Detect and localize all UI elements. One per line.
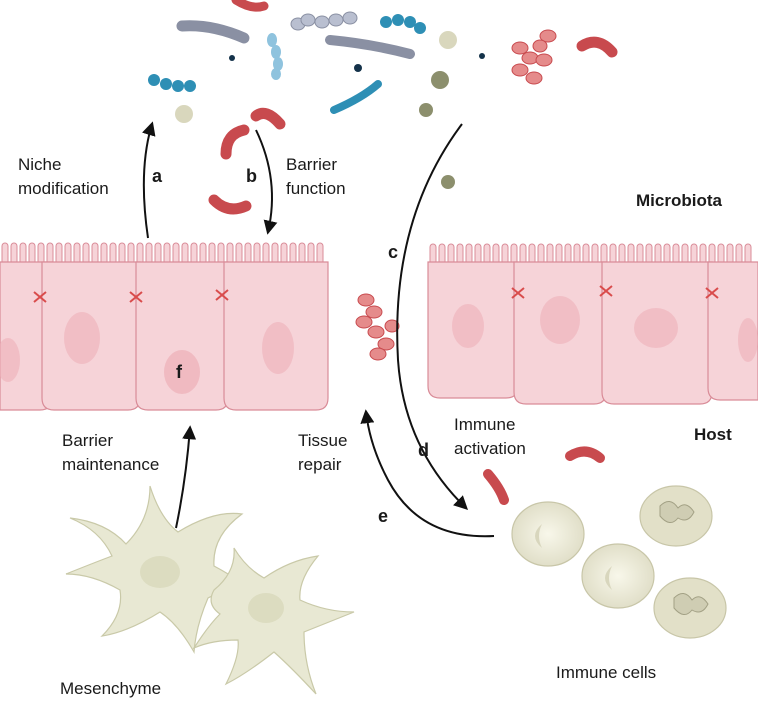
immune-cell bbox=[511, 501, 585, 567]
rod-bacterium-icon bbox=[325, 35, 415, 59]
metabolite-icon bbox=[354, 64, 362, 72]
chain-bacterium-icon bbox=[267, 33, 283, 80]
niche-modification-label: modification bbox=[18, 179, 109, 198]
step-letter-c: c bbox=[388, 242, 398, 262]
right-epithelial-cell bbox=[707, 261, 758, 401]
mesenchyme-cells bbox=[65, 485, 355, 695]
step-letter-f: f bbox=[176, 362, 183, 382]
metabolite-icon bbox=[419, 103, 433, 117]
rod-bacterium-icon bbox=[231, 0, 269, 12]
arrow-b bbox=[255, 129, 278, 235]
nucleus bbox=[64, 312, 100, 364]
immune-cells-label: Immune cells bbox=[556, 663, 656, 682]
step-letter-b: b bbox=[246, 166, 257, 186]
curved-bacterium-icon bbox=[483, 469, 509, 505]
nucleus bbox=[248, 593, 284, 623]
metabolite-icon bbox=[229, 55, 235, 61]
left-epithelium bbox=[0, 242, 329, 411]
nucleus bbox=[262, 322, 294, 374]
tight-junction-icon bbox=[215, 289, 229, 301]
curved-bacterium-icon bbox=[220, 124, 250, 160]
tight-junction-icon bbox=[705, 287, 719, 299]
curved-bacterium-icon bbox=[208, 194, 252, 215]
nucleus bbox=[140, 556, 180, 588]
microbiota-label: Microbiota bbox=[636, 191, 722, 210]
tight-junction-icon bbox=[129, 291, 143, 303]
immune-cells bbox=[511, 485, 727, 639]
immune-cell bbox=[581, 543, 655, 609]
metabolite-icon bbox=[479, 53, 485, 59]
metabolite-icon bbox=[175, 105, 193, 123]
segmented-bacterium-icon bbox=[511, 29, 557, 85]
arrow-c-d bbox=[396, 123, 469, 510]
tissue-repair-label: Tissue bbox=[298, 431, 347, 450]
barrier-function-label: Barrier bbox=[286, 155, 337, 174]
curved-bacterium-icon bbox=[250, 107, 286, 130]
nucleus bbox=[164, 350, 200, 394]
tissue-repair-label: repair bbox=[298, 455, 342, 474]
tight-junction-icon bbox=[33, 291, 47, 303]
step-letter-d: d bbox=[418, 440, 429, 460]
mesenchyme-label: Mesenchyme bbox=[60, 679, 161, 698]
labels: Microbiota Host Niche modification Barri… bbox=[18, 155, 732, 698]
metabolite-icon bbox=[441, 175, 455, 189]
metabolite-icon bbox=[439, 31, 457, 49]
curved-bacterium-icon bbox=[576, 36, 618, 58]
nucleus bbox=[452, 304, 484, 348]
metabolite-icon bbox=[431, 71, 449, 89]
chain-bacterium-icon bbox=[290, 11, 358, 31]
step-letter-e: e bbox=[378, 506, 388, 526]
microbiota-cluster bbox=[148, 0, 618, 505]
arrow-e bbox=[360, 409, 495, 538]
nucleus bbox=[634, 308, 678, 348]
nucleus bbox=[540, 296, 580, 344]
niche-modification-label: Niche bbox=[18, 155, 61, 174]
curved-bacterium-icon bbox=[565, 446, 605, 463]
rod-bacterium-icon bbox=[330, 80, 382, 114]
rod-bacterium-icon bbox=[176, 20, 250, 44]
arrow-barrier-maintenance bbox=[175, 425, 197, 529]
arrows bbox=[142, 121, 495, 538]
arrow-a bbox=[142, 121, 156, 239]
tight-junction-icon bbox=[511, 287, 525, 299]
host-label: Host bbox=[694, 425, 732, 444]
coccus-chain-icon bbox=[148, 74, 196, 92]
nucleus bbox=[0, 338, 20, 382]
segmented-bacterium-icon bbox=[355, 293, 400, 361]
immune-activation-label: Immune bbox=[454, 415, 515, 434]
immune-activation-label: activation bbox=[454, 439, 526, 458]
barrier-maintenance-label: maintenance bbox=[62, 455, 159, 474]
tight-junction-icon bbox=[599, 285, 613, 297]
right-epithelium bbox=[427, 243, 758, 405]
barrier-maintenance-label: Barrier bbox=[62, 431, 113, 450]
step-letter-a: a bbox=[152, 166, 163, 186]
coccus-chain-icon bbox=[380, 14, 426, 34]
nucleus bbox=[738, 318, 758, 362]
barrier-function-label: function bbox=[286, 179, 346, 198]
